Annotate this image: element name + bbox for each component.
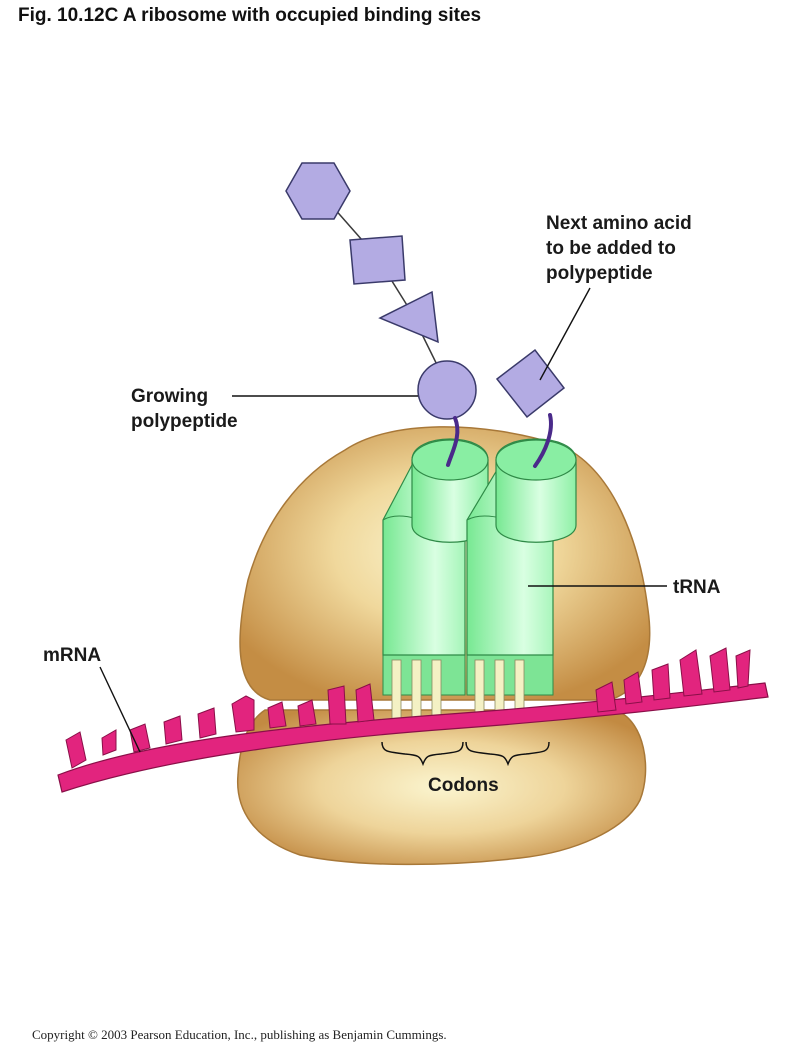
mrna-backbone: [57, 682, 769, 793]
amino-acid-diamond: [349, 235, 406, 285]
linker-right: [533, 413, 553, 468]
label-next-amino-acid-1: Next amino acid: [546, 213, 692, 234]
figure-title: Fig. 10.12C A ribosome with occupied bin…: [18, 5, 482, 26]
label-next-amino-acid-3: polypeptide: [546, 263, 653, 284]
amino-acid-triangle: [378, 290, 439, 344]
label-growing-2: polypeptide: [131, 411, 238, 432]
amino-acid-circle: [417, 360, 477, 420]
codon-brace-right: [465, 741, 550, 767]
label-mrna: mRNA: [43, 645, 101, 666]
label-growing-1: Growing: [131, 386, 208, 407]
trna-right: [466, 438, 577, 721]
label-next-amino-acid-2: to be added to: [546, 238, 676, 259]
label-codons: Codons: [428, 775, 499, 796]
copyright-text: Copyright © 2003 Pearson Education, Inc.…: [32, 1027, 447, 1042]
leader-next-amino-acid: [539, 287, 591, 381]
small-ribosomal-subunit: [237, 709, 647, 866]
trna-left: [382, 438, 489, 721]
growing-polypeptide-chain: [285, 162, 477, 420]
codon-brace-left: [381, 741, 464, 767]
linker-left: [446, 416, 460, 467]
leader-mrna: [99, 666, 141, 753]
amino-acid-hexagon: [285, 162, 351, 220]
label-trna: tRNA: [673, 577, 721, 598]
next-amino-acid: [495, 348, 566, 419]
mrna-bases: [65, 647, 751, 769]
